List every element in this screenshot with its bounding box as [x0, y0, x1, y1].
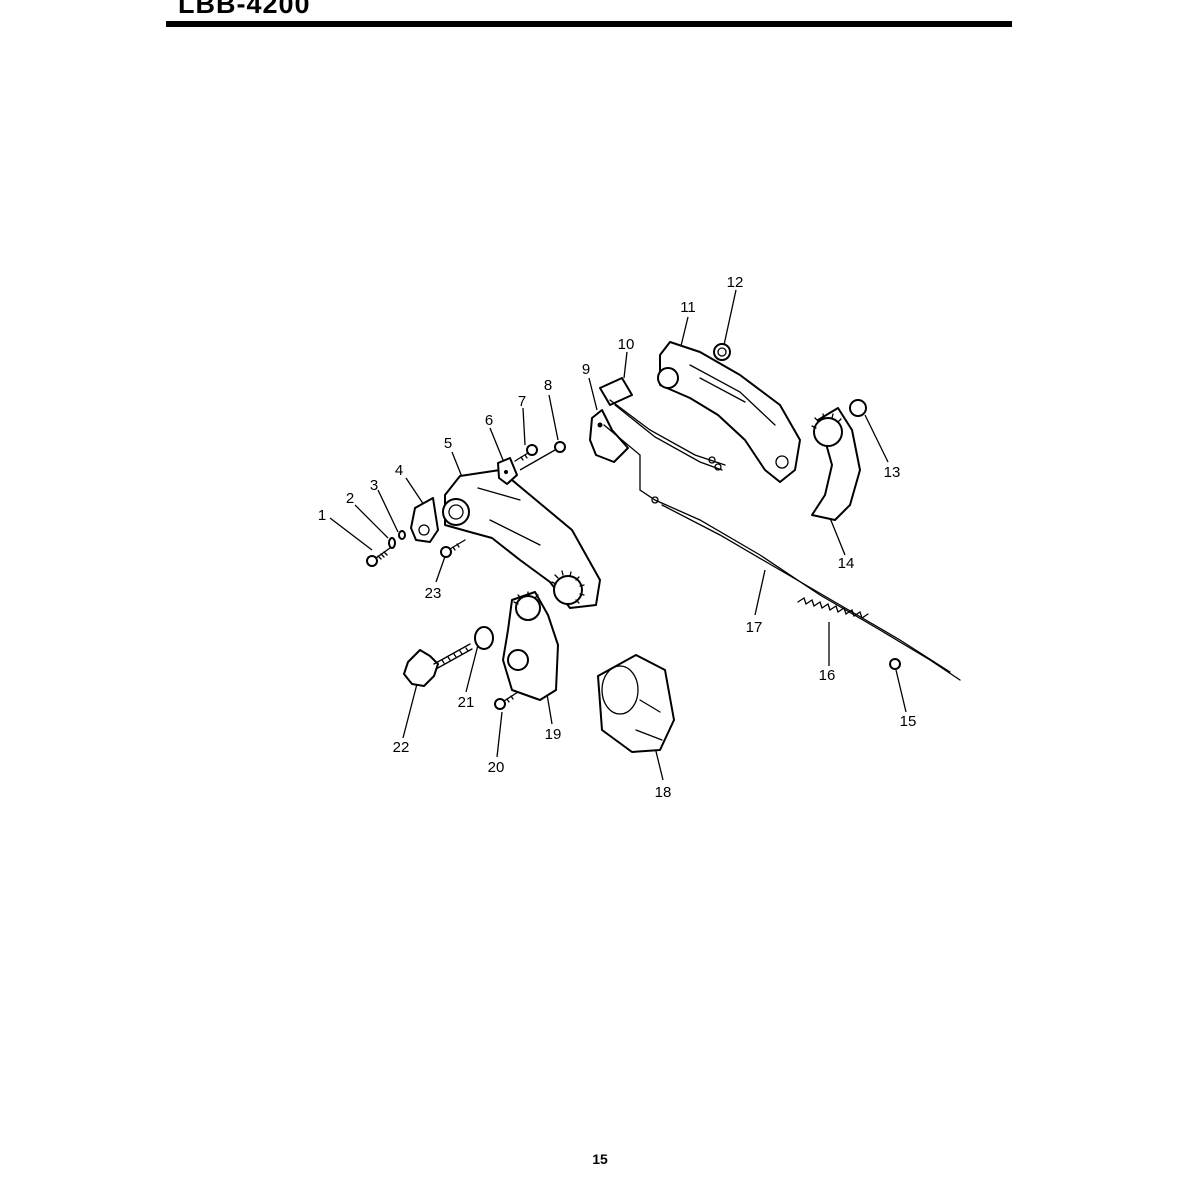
callout-22: 22: [393, 739, 410, 756]
callout-23: 23: [425, 585, 442, 602]
part-8-nut: [519, 441, 566, 471]
model-title: LBB-4200: [178, 0, 311, 19]
callout-6: 6: [485, 412, 493, 429]
part-4-throttle-lock: [410, 497, 439, 543]
part-17-throttle-cable: [603, 424, 961, 681]
header-rule: [166, 21, 1012, 27]
callout-2: 2: [346, 490, 354, 507]
part-13-washer: [849, 399, 867, 417]
callout-17: 17: [746, 619, 763, 636]
callout-1: 1: [318, 507, 326, 524]
callout-20: 20: [488, 759, 505, 776]
callout-13: 13: [884, 464, 901, 481]
callout-5: 5: [444, 435, 452, 452]
callout-18: 18: [655, 784, 672, 801]
leader-lines: [329, 289, 907, 781]
callout-19: 19: [545, 726, 562, 743]
part-6-switch: [497, 457, 518, 485]
part-3-washer: [398, 530, 406, 540]
callout-8: 8: [544, 377, 552, 394]
callout-14: 14: [838, 555, 855, 572]
callout-3: 3: [370, 477, 378, 494]
callout-15: 15: [900, 713, 917, 730]
part-10-wire-harness: [599, 377, 726, 471]
callout-11: 11: [680, 299, 696, 316]
callout-9: 9: [582, 361, 590, 378]
part-7-screw: [514, 444, 538, 462]
part-9-trigger: [589, 409, 629, 463]
part-14-upper-clamp: [811, 407, 861, 521]
callout-21: 21: [458, 694, 475, 711]
part-11-upper-handle: [657, 341, 801, 483]
callout-7: 7: [518, 393, 526, 410]
callout-16: 16: [819, 667, 836, 684]
part-23-screw: [440, 539, 466, 558]
part-20-screw: [494, 691, 519, 710]
part-21-washer: [474, 626, 494, 650]
part-1-screw: [366, 547, 391, 567]
part-2-washer: [388, 537, 396, 549]
callout-labels: 1 2 3 4 5 6 7 8 9 10 11 12 13 14 15 16 1…: [318, 274, 917, 801]
part-5-handle-body: [442, 469, 601, 609]
callout-10: 10: [618, 336, 635, 353]
part-22-knob-bolt: [403, 643, 473, 687]
part-15-cable-nut: [889, 658, 901, 670]
part-19-lower-clamp: [502, 591, 559, 701]
part-12-grommet: [713, 343, 731, 361]
part-18-clamp-sleeve: [597, 654, 675, 753]
callout-4: 4: [395, 462, 403, 479]
page-number: 15: [592, 1151, 608, 1167]
callout-12: 12: [727, 274, 744, 291]
